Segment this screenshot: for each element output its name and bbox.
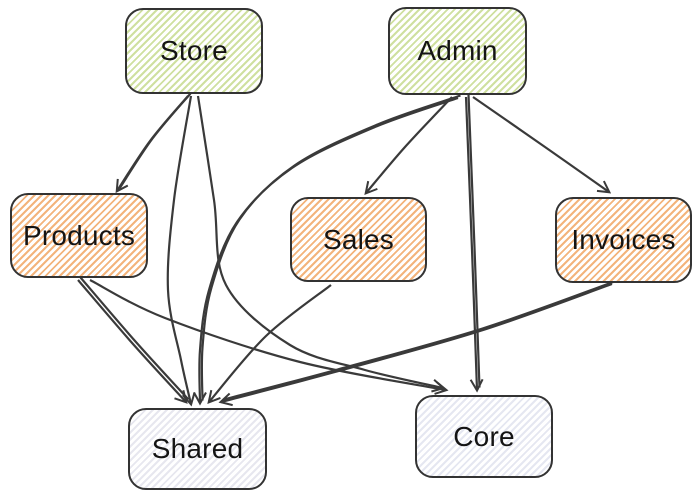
edge-admin-sales — [366, 96, 453, 193]
edge-store-core — [196, 95, 443, 388]
edge-products-shared — [77, 279, 186, 402]
edge-admin-shared-double-stroke — [200, 94, 461, 401]
edge-sales-shared — [209, 284, 332, 402]
edge-products-core — [89, 279, 446, 390]
edge-admin-core-double-stroke — [467, 94, 481, 388]
edge-admin-invoices — [472, 96, 609, 192]
edge-products-shared-double-stroke — [79, 276, 190, 401]
edge-store-products-double-stroke — [118, 92, 192, 190]
edge-store-products — [117, 95, 189, 191]
edge-store-shared — [166, 95, 191, 404]
edge-admin-core — [464, 96, 477, 390]
edge-admin-shared — [199, 96, 459, 403]
edge-invoices-shared-double-stroke — [223, 280, 615, 401]
edge-invoices-shared — [221, 282, 613, 402]
